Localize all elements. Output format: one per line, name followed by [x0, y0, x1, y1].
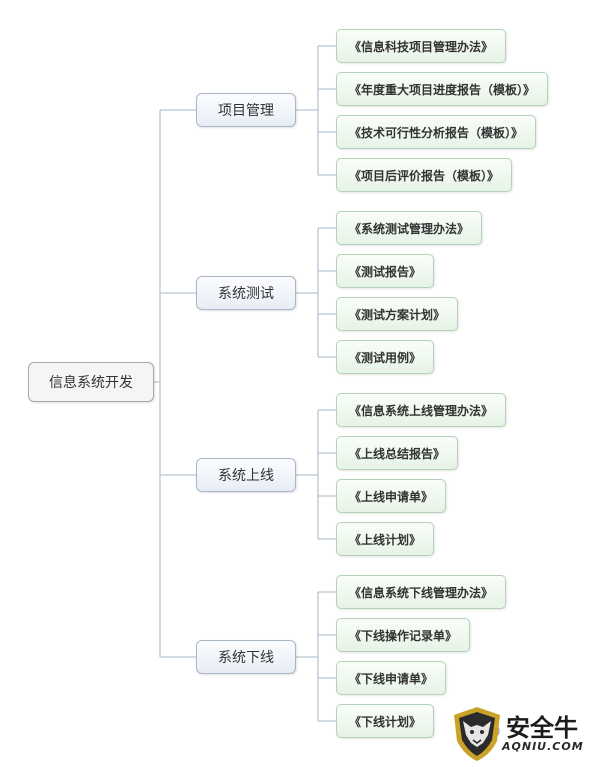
leaf-label: 《测试报告》: [349, 264, 422, 279]
branch-node-system-decommission[interactable]: 系统下线: [196, 640, 296, 674]
leaf-node[interactable]: 《下线计划》: [336, 704, 435, 738]
bull-shield-icon: [454, 707, 500, 761]
branch-node-system-testing[interactable]: 系统测试: [196, 276, 296, 310]
leaf-label: 《信息系统下线管理办法》: [349, 585, 494, 600]
leaf-node[interactable]: 《上线申请单》: [336, 479, 447, 513]
leaf-node[interactable]: 《下线操作记录单》: [336, 618, 471, 652]
leaf-label: 《下线操作记录单》: [349, 628, 458, 643]
leaf-label: 《系统测试管理办法》: [349, 221, 470, 236]
leaf-label: 《技术可行性分析报告（模板）》: [349, 125, 524, 140]
branch-label: 项目管理: [218, 103, 274, 119]
leaf-label: 《测试用例》: [349, 350, 422, 365]
branch-node-project-management[interactable]: 项目管理: [196, 93, 296, 127]
branch-label: 系统下线: [218, 650, 274, 666]
branch-label: 系统上线: [218, 468, 274, 484]
leaf-node[interactable]: 《测试用例》: [336, 340, 435, 374]
leaf-label: 《信息系统上线管理办法》: [349, 403, 494, 418]
leaf-label: 《年度重大项目进度报告（模板）》: [349, 82, 536, 97]
leaf-node[interactable]: 《技术可行性分析报告（模板）》: [336, 115, 537, 149]
leaf-label: 《下线申请单》: [349, 671, 434, 686]
branch-node-system-launch[interactable]: 系统上线: [196, 458, 296, 492]
leaf-node[interactable]: 《测试报告》: [336, 254, 435, 288]
leaf-node[interactable]: 《年度重大项目进度报告（模板）》: [336, 72, 549, 106]
brand-url: AQNIU.COM: [502, 740, 584, 753]
leaf-node[interactable]: 《上线计划》: [336, 522, 435, 556]
leaf-node[interactable]: 《下线申请单》: [336, 661, 447, 695]
branch-label: 系统测试: [218, 286, 274, 302]
leaf-label: 《下线计划》: [349, 714, 422, 729]
leaf-label: 《信息科技项目管理办法》: [349, 39, 494, 54]
leaf-node[interactable]: 《信息系统下线管理办法》: [336, 575, 507, 609]
leaf-label: 《上线总结报告》: [349, 446, 446, 461]
brand-name: 安全牛: [506, 714, 578, 742]
root-node[interactable]: 信息系统开发: [28, 362, 154, 402]
leaf-label: 《上线申请单》: [349, 489, 434, 504]
leaf-node[interactable]: 《信息科技项目管理办法》: [336, 29, 507, 63]
leaf-node[interactable]: 《系统测试管理办法》: [336, 211, 483, 245]
leaf-node[interactable]: 《测试方案计划》: [336, 297, 459, 331]
leaf-label: 《上线计划》: [349, 532, 422, 547]
root-label: 信息系统开发: [49, 375, 133, 391]
leaf-label: 《测试方案计划》: [349, 307, 446, 322]
leaf-node[interactable]: 《信息系统上线管理办法》: [336, 393, 507, 427]
leaf-label: 《项目后评价报告（模板）》: [349, 168, 500, 183]
leaf-node[interactable]: 《项目后评价报告（模板）》: [336, 158, 513, 192]
leaf-node[interactable]: 《上线总结报告》: [336, 436, 459, 470]
watermark-logo: 安全牛 AQNIU.COM: [440, 700, 600, 767]
